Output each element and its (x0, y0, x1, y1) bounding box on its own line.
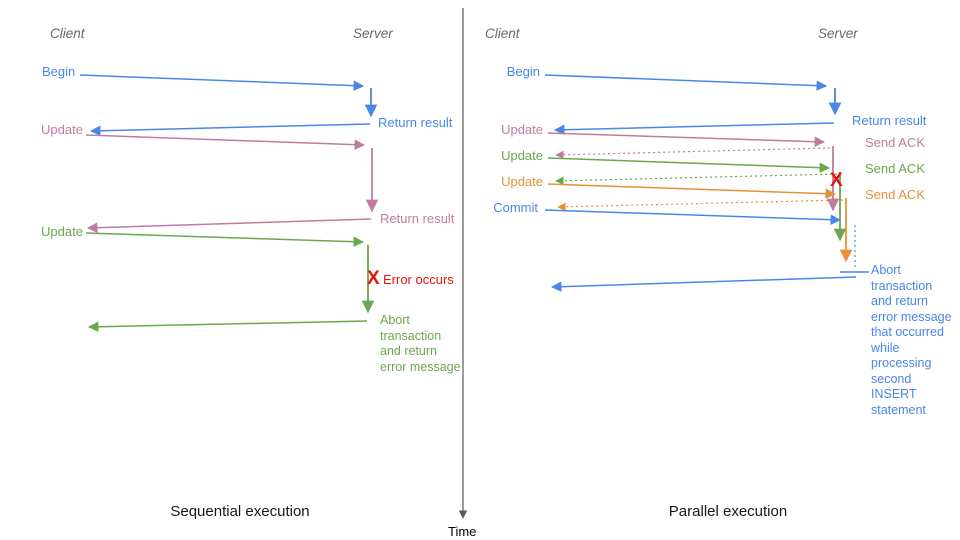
right-client-header: Client (485, 26, 520, 41)
right-update-1-label: Update (501, 122, 543, 137)
left-update-1-request-arrow (85, 134, 366, 150)
left-return-result-2-arrow (86, 218, 372, 233)
right-return-result-label: Return result (852, 113, 927, 128)
right-send-ack-3-arrow (557, 199, 844, 212)
left-abort-return-arrow (87, 320, 368, 333)
right-return-result-arrow (553, 122, 835, 136)
left-begin-request-arrow (79, 74, 365, 91)
right-update-2-label: Update (501, 148, 543, 163)
right-send-ack-2-label: Send ACK (865, 161, 925, 176)
left-return-result-1-label: Return result (378, 115, 453, 130)
right-begin-label: Begin (506, 64, 540, 79)
right-commit-label: Commit (493, 200, 538, 215)
right-commit-request-arrow (544, 209, 842, 225)
right-send-ack-2-arrow (555, 173, 838, 186)
left-error-x-icon: X (367, 268, 380, 289)
left-server-header: Server (353, 26, 393, 41)
left-update-2-request-arrow (85, 232, 365, 247)
right-update-3-label: Update (501, 174, 543, 189)
right-send-ack-3-label: Send ACK (865, 187, 925, 202)
left-client-header: Client (50, 26, 85, 41)
right-panel-title: Parallel execution (668, 503, 788, 520)
right-send-ack-1-label: Send ACK (865, 135, 925, 150)
right-send-ack-1-arrow (555, 147, 831, 160)
left-update-2-label: Update (41, 224, 83, 239)
right-server-header: Server (818, 26, 858, 41)
right-abort-note: Abort transaction and return error messa… (871, 263, 952, 417)
right-error-x-icon: X (830, 170, 843, 191)
time-axis-label: Time (448, 524, 477, 539)
left-return-result-1-arrow (89, 123, 371, 137)
right-update-3-request-arrow (547, 183, 837, 199)
right-abort-return-arrow (550, 276, 857, 292)
right-update-1-request-arrow (547, 132, 826, 147)
left-begin-label: Begin (42, 64, 76, 79)
left-panel-title: Sequential execution (170, 503, 310, 520)
right-begin-request-arrow (544, 74, 828, 91)
left-return-result-2-label: Return result (380, 211, 455, 226)
left-update-1-label: Update (41, 122, 83, 137)
left-error-label: Error occurs (383, 272, 454, 287)
right-update-2-request-arrow (547, 157, 831, 173)
left-abort-note: Abort transaction and return error messa… (380, 313, 461, 374)
